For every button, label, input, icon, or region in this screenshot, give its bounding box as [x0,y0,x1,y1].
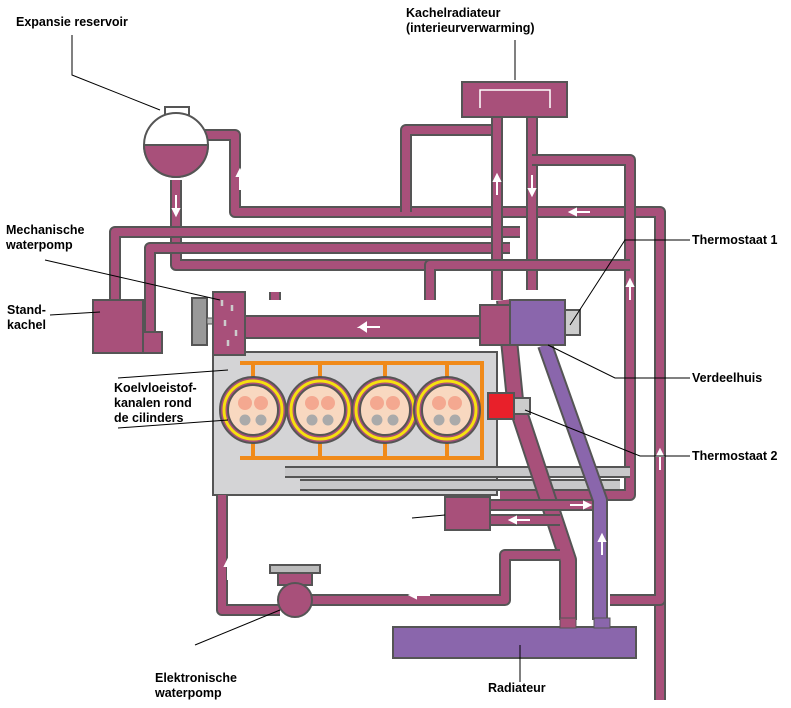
label-thermostaat-1: Thermostaat 1 [692,233,778,247]
label-mechanische-waterpomp: Mechanische waterpomp [6,223,85,252]
auxiliary-box [444,496,491,531]
label-elektronische-waterpomp: Elektronische waterpomp [155,671,237,700]
thermostat-2 [487,392,515,420]
cylinder [294,384,346,436]
mechanical-water-pump [191,291,246,356]
label-standkachel: Stand- kachel [7,303,46,332]
electronic-water-pump [269,564,321,618]
heater-radiator [461,81,568,118]
label-koelvloeistofkanalen: Koelvloeistof- kanalen rond de cilinders [114,381,197,425]
stand-heater [92,299,144,354]
cylinder [359,384,411,436]
coolant-pipes [109,117,666,700]
expansion-reservoir [142,106,210,178]
label-thermostaat-2: Thermostaat 2 [692,449,778,463]
distribution-housing [479,299,581,346]
cylinders [219,361,484,460]
radiator [392,626,637,659]
leader-lines [44,35,690,682]
flow-arrows [171,167,665,600]
label-expansie-reservoir: Expansie reservoir [16,15,128,29]
cylinder [227,384,279,436]
label-verdeelhuis: Verdeelhuis [692,371,763,385]
label-radiateur: Radiateur [488,681,546,695]
label-kachelradiateur: Kachelradiateur (interieurverwarming) [406,6,535,35]
cylinder [421,384,473,436]
